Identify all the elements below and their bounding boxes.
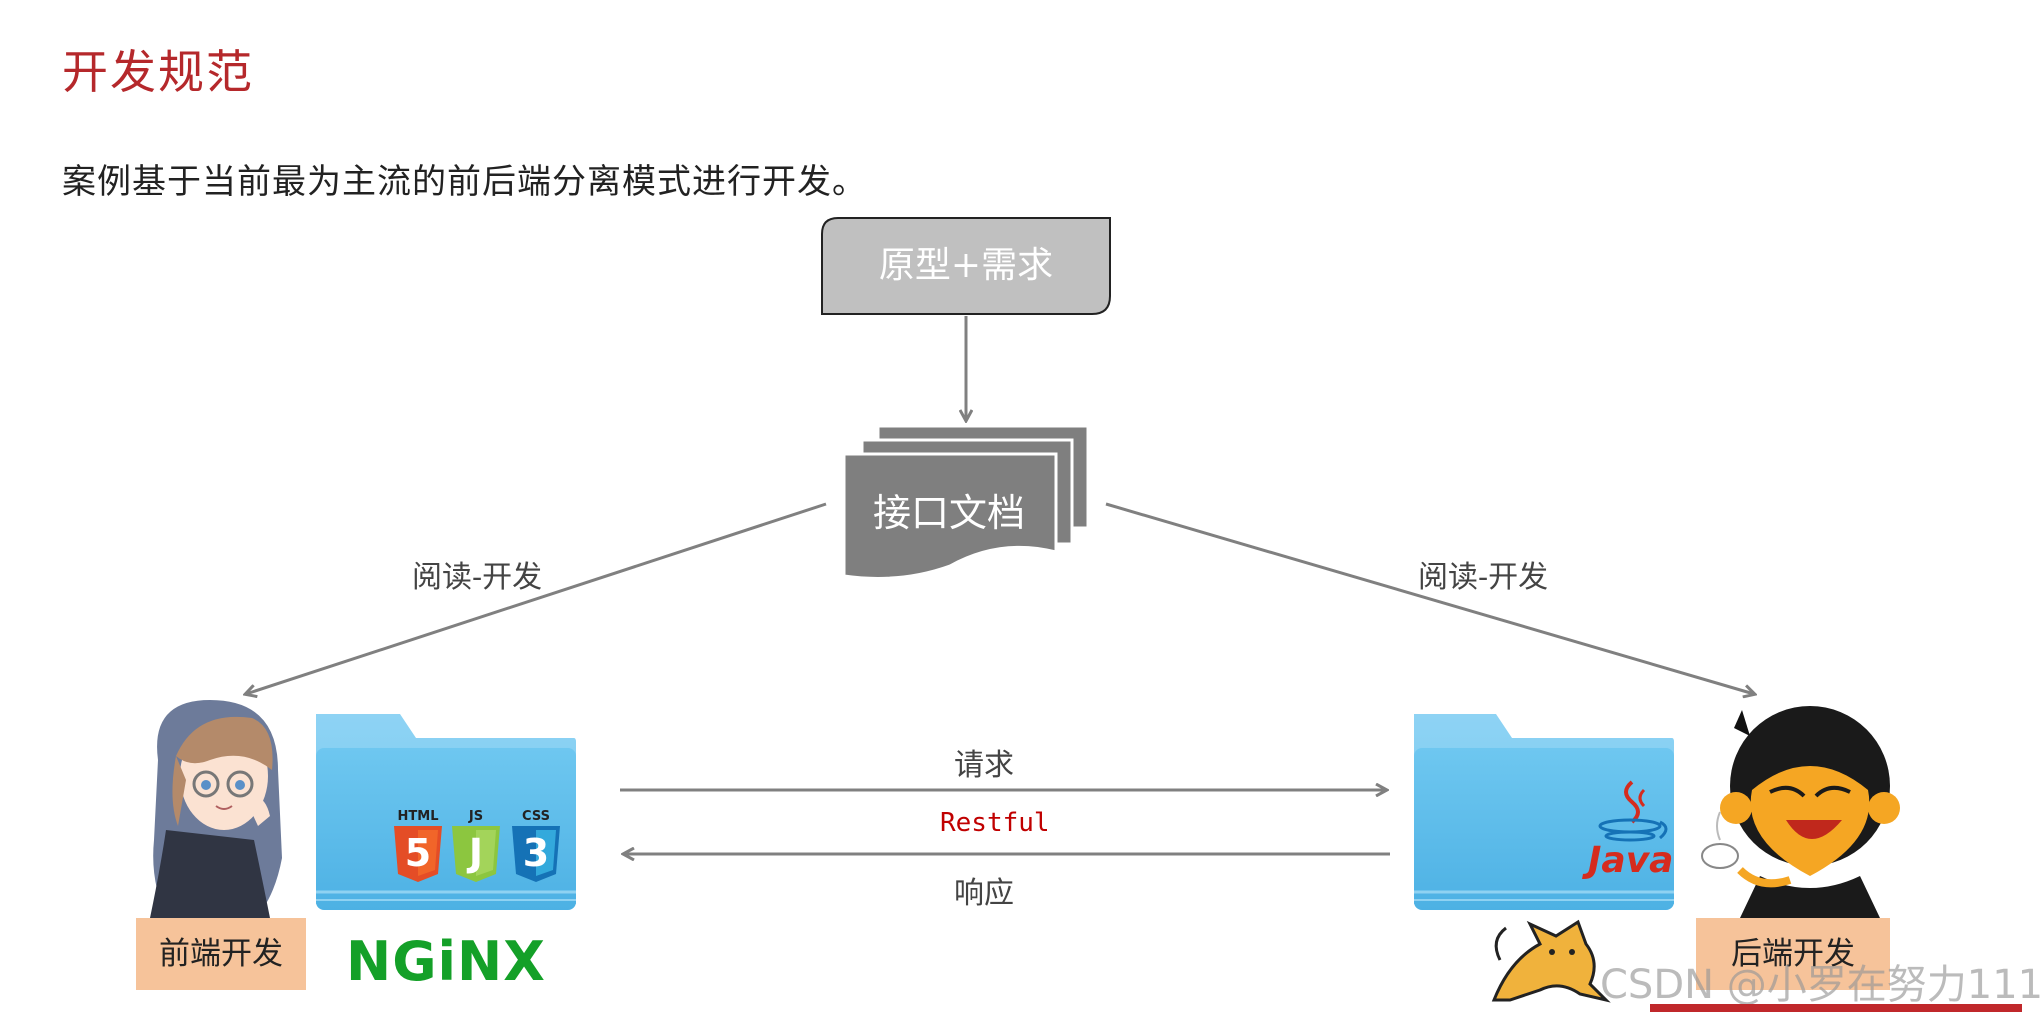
edge-label-read-dev-left: 阅读-开发 — [412, 560, 543, 595]
backend-label-box — [1696, 918, 1890, 990]
frontend-label: 前端开发 — [159, 936, 283, 972]
frontend-developer-avatar — [150, 700, 282, 918]
java-logo-text: Java — [1588, 840, 1674, 881]
svg-text:5: 5 — [405, 831, 431, 875]
watermark: CSDN @小罗在努力111 — [1600, 962, 2043, 1008]
api-doc-label: 接口文档 — [873, 491, 1025, 535]
footer-accent-bar — [1650, 1004, 2022, 1012]
backend-folder-icon — [1414, 714, 1674, 910]
svg-text:3: 3 — [523, 831, 549, 875]
js-logo-text: JS — [468, 809, 483, 824]
arrow-doc-to-backend — [1105, 502, 1754, 694]
frontend-label-box — [136, 918, 306, 990]
edge-label-request: 请求 — [954, 748, 1014, 783]
css-logo-text: CSS — [522, 809, 550, 824]
api-doc-node: 接口文档 — [842, 424, 1090, 580]
java-icon — [1598, 780, 1668, 842]
page-subtitle: 案例基于当前最为主流的前后端分离模式进行开发。 — [62, 162, 867, 202]
html-logo-text: HTML — [398, 809, 439, 824]
backend-label: 后端开发 — [1731, 936, 1855, 972]
edge-label-read-dev-right: 阅读-开发 — [1418, 560, 1549, 595]
prototype-node: 原型+需求 — [821, 217, 1111, 315]
svg-text:J: J — [466, 831, 483, 875]
tomcat-icon — [1491, 919, 1611, 1003]
edge-label-response: 响应 — [954, 876, 1014, 911]
nginx-logo: NGiNX — [346, 930, 546, 993]
page-title: 开发规范 — [62, 45, 254, 99]
backend-developer-avatar — [1701, 706, 1900, 918]
edge-label-restful: Restful — [940, 808, 1050, 838]
html5-icon: HTML 5 — [394, 809, 442, 882]
frontend-folder-icon — [316, 714, 576, 910]
arrow-doc-to-frontend — [246, 502, 827, 694]
js-icon: JS J — [452, 809, 500, 882]
prototype-label: 原型+需求 — [879, 245, 1053, 286]
css3-icon: CSS 3 — [512, 809, 560, 882]
